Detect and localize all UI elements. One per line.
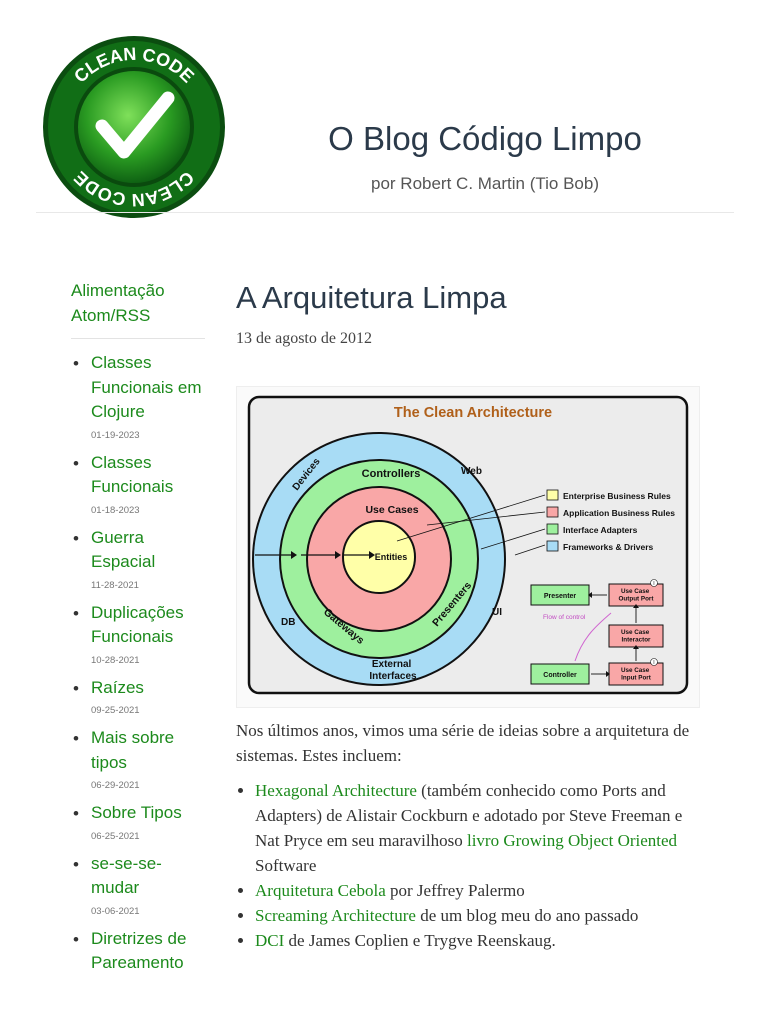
legend-swatch	[546, 523, 559, 535]
post-link[interactable]: Duplicações Funcionais	[91, 602, 184, 647]
post-intro: Nos últimos anos, vimos uma série de ide…	[236, 721, 690, 765]
label-interfaces: Interfaces	[369, 671, 417, 682]
post-date: 13 de agosto de 2012	[236, 330, 372, 347]
interactor-line: Interactor	[621, 637, 651, 644]
input-port-line: Use Case	[621, 667, 650, 674]
list-item: Raízes 09-25-2021	[71, 676, 207, 718]
ideas-list: Hexagonal Architecture (também conhecido…	[236, 778, 696, 953]
presenter-label: Presenter	[544, 593, 577, 600]
item-text: de James Coplien e Trygve Reenskaug.	[284, 931, 556, 950]
list-item: Sobre Tipos 06-25-2021	[71, 801, 207, 843]
legend: Enterprise Business Rules Application Bu…	[546, 489, 675, 552]
sidebar-divider	[71, 338, 205, 339]
onion-architecture-link[interactable]: Arquitetura Cebola	[255, 881, 386, 900]
post-link[interactable]: Sobre Tipos	[91, 803, 182, 822]
interactor-label: Use Case Interactor	[621, 629, 651, 644]
sidebar: Alimentação Atom/RSS Classes Funcionais …	[71, 278, 207, 976]
list-item: Mais sobre tipos 06-29-2021	[71, 726, 207, 792]
post-date: 06-25-2021	[91, 830, 140, 842]
legend-label: Frameworks & Drivers	[563, 542, 654, 552]
label-use-cases: Use Cases	[365, 504, 418, 516]
list-item: Arquitetura Cebola por Jeffrey Palermo	[255, 878, 696, 903]
post-link[interactable]: Classes Funcionais em Clojure	[91, 353, 202, 421]
post-date: 09-25-2021	[91, 705, 140, 716]
label-controllers: Controllers	[362, 468, 421, 480]
input-port-label: Use Case Input Port	[621, 667, 652, 682]
item-text: Software	[255, 856, 317, 875]
list-item: DCI de James Coplien e Trygve Reenskaug.	[255, 928, 696, 953]
item-text: por Jeffrey Palermo	[385, 881, 525, 900]
list-item: Screaming Architecture de um blog meu do…	[255, 903, 696, 928]
controller-box	[530, 663, 590, 685]
legend-swatch	[546, 540, 559, 552]
list-item: Diretrizes de Pareamento	[71, 927, 207, 976]
dci-link[interactable]: DCI	[255, 931, 285, 950]
interactor-line: Use Case	[621, 629, 650, 636]
interface-badge	[650, 579, 658, 587]
post-link[interactable]: se-se-se-mudar	[91, 853, 162, 898]
header-divider	[36, 212, 734, 213]
site-title[interactable]: O Blog Código Limpo	[328, 120, 642, 157]
flow-arrowheads	[588, 592, 639, 677]
list-item: se-se-se-mudar 03-06-2021	[71, 852, 207, 918]
item-text: (também conhecido como Ports and Adapter…	[255, 781, 683, 850]
list-item: Guerra Espacial 11-28-2021	[71, 526, 207, 592]
list-item: Duplicações Funcionais 10-28-2021	[71, 601, 207, 667]
flow-label: Flow of control	[543, 614, 586, 621]
interface-badge-label: I	[653, 581, 654, 587]
legend-swatch	[546, 489, 559, 501]
entities-ring	[342, 520, 416, 594]
legend-label: Enterprise Business Rules	[563, 491, 671, 501]
interface-badge	[650, 658, 658, 666]
post-date: 03-06-2021	[91, 905, 140, 917]
screaming-architecture-link[interactable]: Screaming Architecture	[255, 906, 416, 925]
post-header: A Arquitetura Limpa 13 de agosto de 2012	[236, 278, 696, 348]
post-link[interactable]: Classes Funcionais	[91, 452, 174, 497]
arrowheads	[291, 551, 375, 559]
legend-swatch	[546, 506, 559, 518]
output-port-label: Use Case Output Port	[619, 588, 655, 603]
item-text: de um blog meu do ano passado	[415, 906, 639, 925]
label-db: DB	[281, 617, 295, 628]
label-entities: Entities	[375, 552, 408, 562]
post-date: 10-28-2021	[91, 654, 140, 666]
post-date: 01-19-2023	[91, 429, 140, 441]
legend-label: Application Business Rules	[563, 508, 675, 518]
list-item: Classes Funcionais em Clojure 01-19-2023	[71, 351, 207, 442]
label-ui: UI	[492, 607, 502, 618]
flow-curve	[574, 612, 612, 662]
post-link[interactable]: Diretrizes de Pareamento	[91, 928, 187, 973]
post-date: 06-29-2021	[91, 780, 140, 791]
interface-badge-label: I	[653, 660, 654, 666]
controller-label: Controller	[543, 672, 577, 679]
label-external: External	[372, 659, 412, 670]
list-item: Hexagonal Architecture (também conhecido…	[255, 778, 696, 878]
site-subtitle: por Robert C. Martin (Tio Bob)	[371, 174, 599, 193]
flow-of-control-diagram: Presenter Use Case Output Port I Use Cas…	[530, 579, 664, 686]
flow-arrows	[591, 594, 637, 675]
clean-architecture-figure: The Clean Architecture Devices Web DB UI…	[236, 386, 700, 708]
output-port-line: Output Port	[619, 596, 655, 603]
legend-label: Interface Adapters	[563, 525, 638, 535]
output-port-line: Use Case	[621, 588, 650, 595]
post-title[interactable]: A Arquitetura Limpa	[236, 280, 507, 315]
post-date: 01-18-2023	[91, 504, 140, 516]
recent-posts-list: Classes Funcionais em Clojure01-19-2023 …	[71, 351, 207, 976]
growing-oo-book-link[interactable]: livro Growing Object Oriented	[466, 831, 678, 850]
hexagonal-architecture-link[interactable]: Hexagonal Architecture	[255, 781, 417, 800]
input-port-line: Input Port	[621, 675, 652, 682]
list-item: Classes Funcionais 01-18-2023	[71, 451, 207, 517]
post-link[interactable]: Mais sobre tipos	[91, 728, 175, 772]
clean-code-logo[interactable]: CLEAN CODE CLEAN CODE	[36, 34, 232, 220]
label-web: Web	[461, 466, 482, 477]
post-link[interactable]: Guerra Espacial	[91, 527, 156, 572]
post-body: Nos últimos anos, vimos uma série de ide…	[236, 718, 696, 953]
legend-leader-lines	[396, 494, 546, 556]
post-date: 11-28-2021	[91, 579, 139, 591]
clean-code-badge-icon: CLEAN CODE CLEAN CODE	[43, 36, 225, 218]
label-external-interfaces: External Interfaces	[369, 659, 417, 682]
atom-rss-feed-link[interactable]: Alimentação Atom/RSS	[71, 281, 165, 325]
figure-title: The Clean Architecture	[394, 405, 552, 421]
post-link[interactable]: Raízes	[91, 677, 144, 697]
